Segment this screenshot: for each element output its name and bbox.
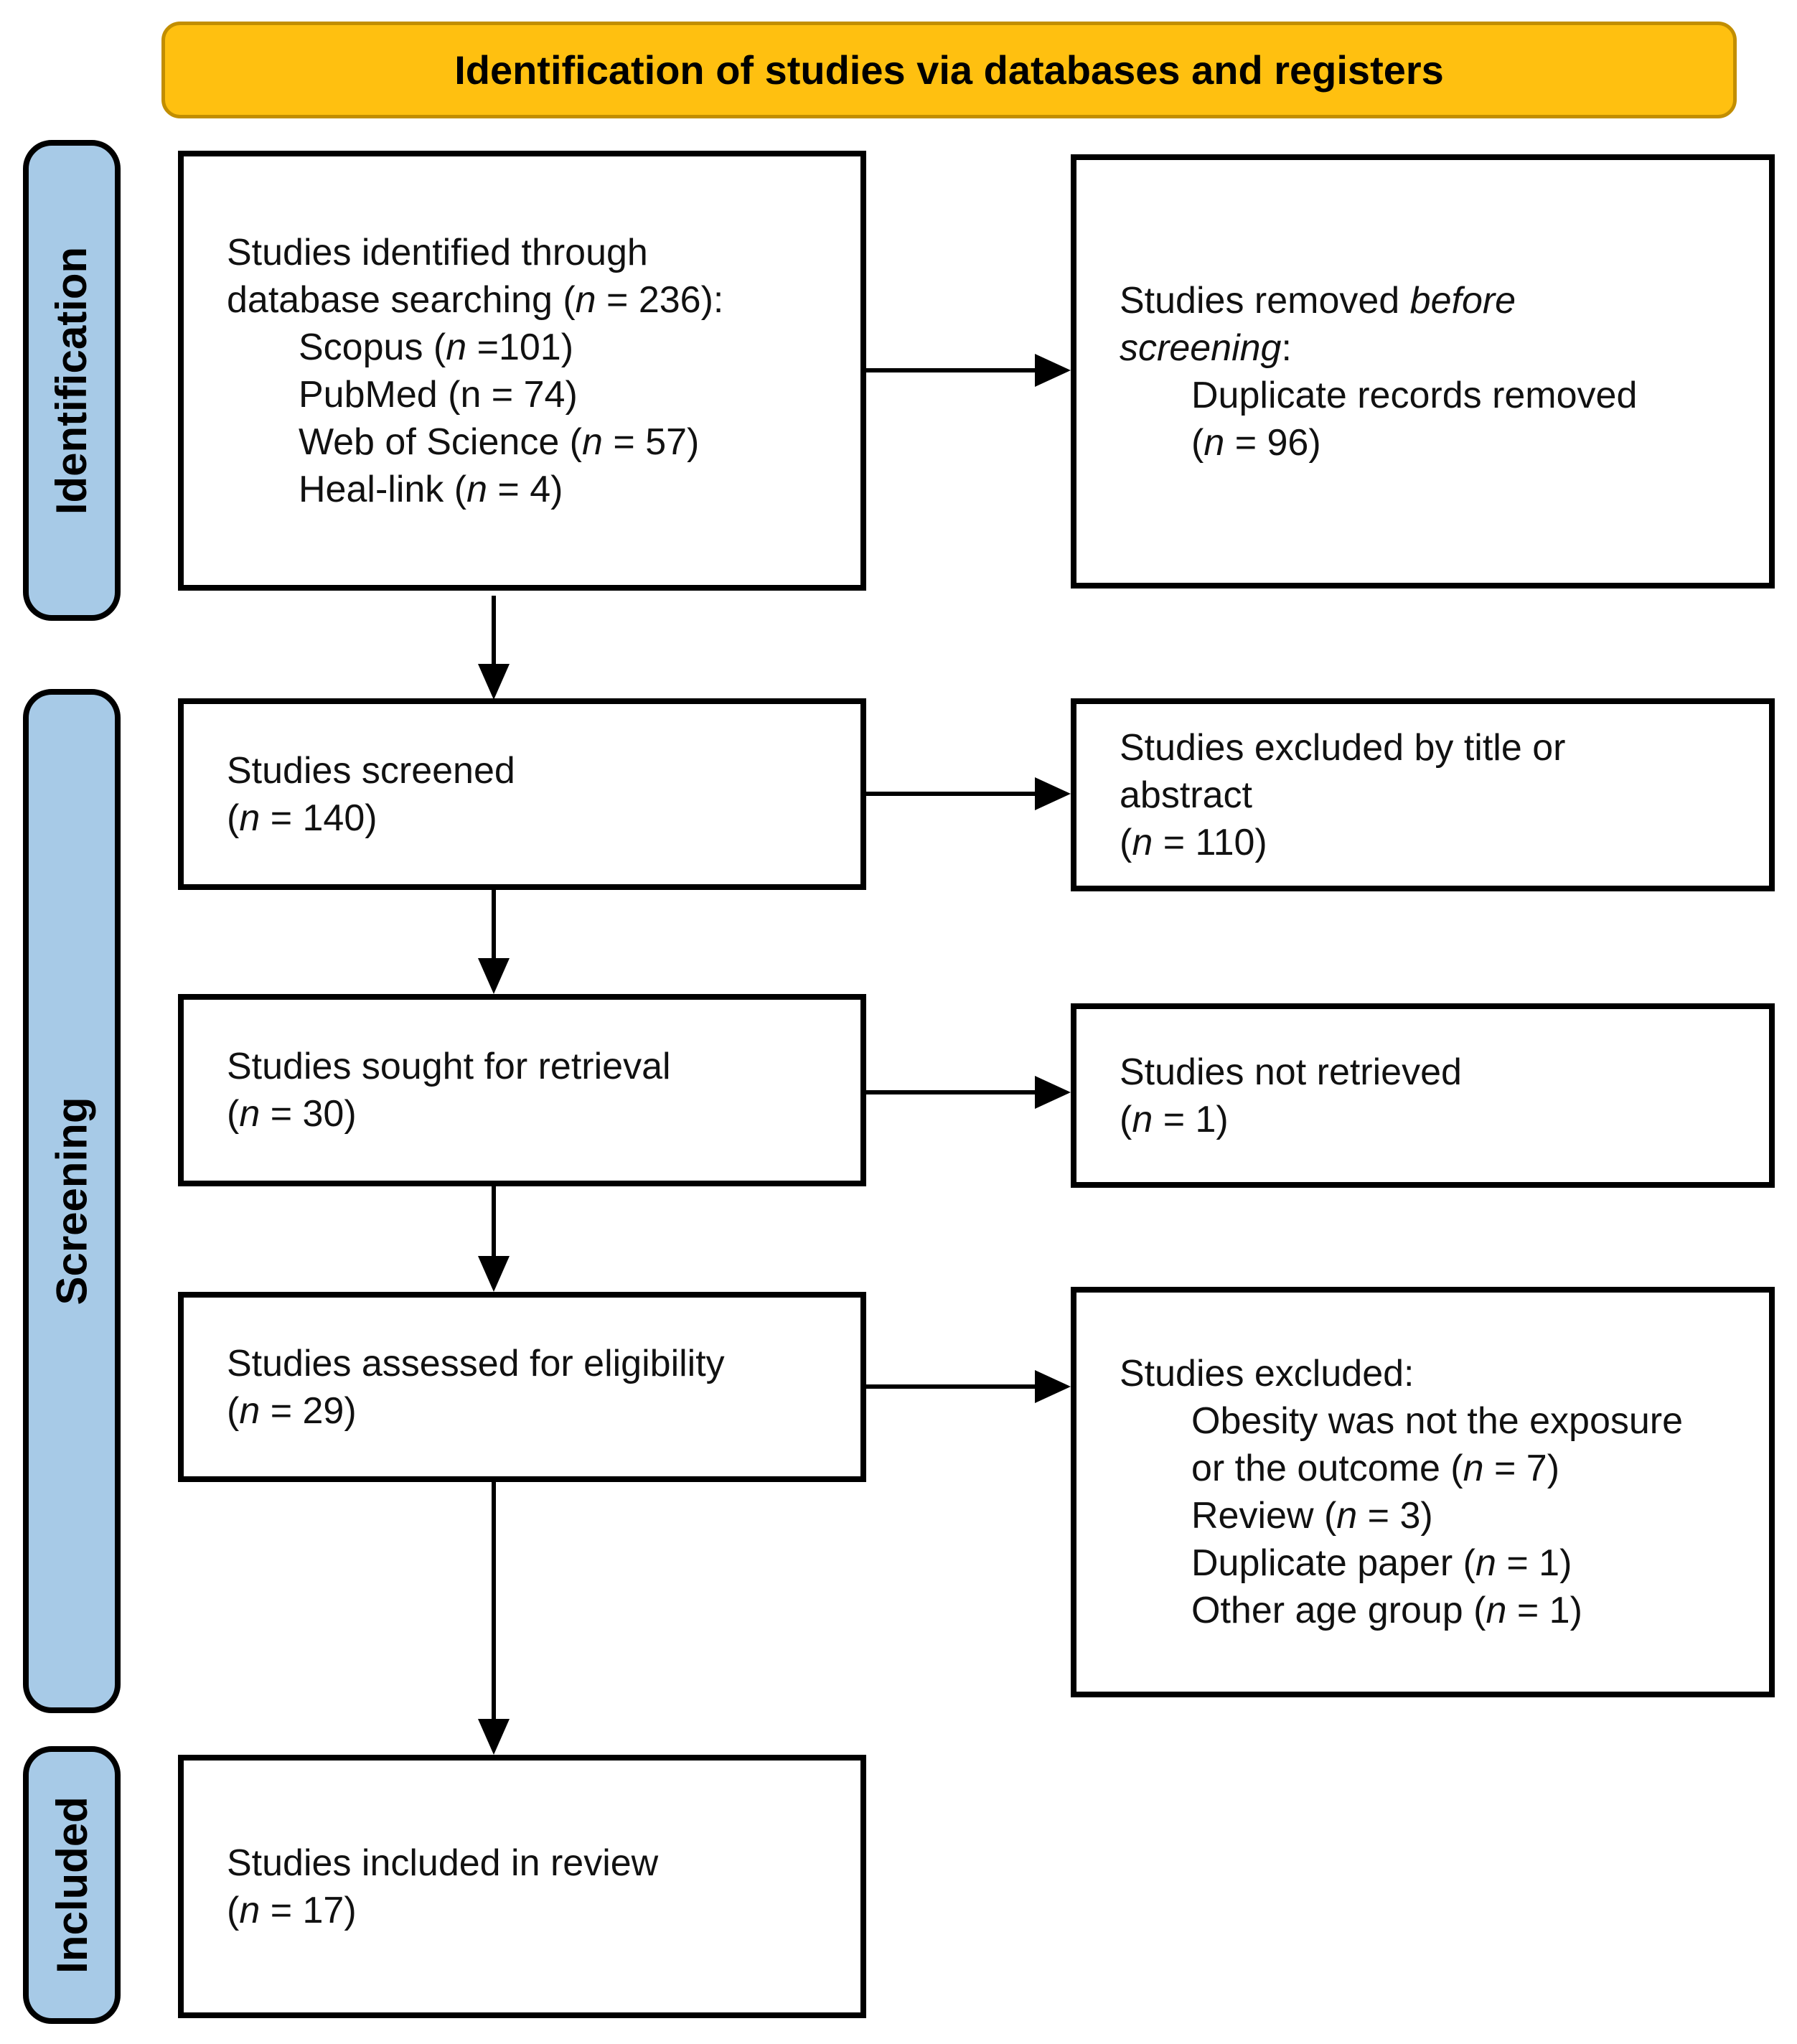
box-line: Scopus (n =101) bbox=[299, 326, 574, 368]
box-line: or the outcome (n = 7) bbox=[1191, 1448, 1560, 1489]
box-line: Studies excluded: bbox=[1120, 1353, 1414, 1394]
stage-included-label: Included bbox=[47, 1796, 96, 1974]
box-line: database searching (n = 236): bbox=[227, 278, 724, 321]
box-line: Studies removed before bbox=[1120, 279, 1516, 322]
arrow-sought-to-assessed bbox=[478, 1186, 510, 1292]
box-line: Duplicate records removed bbox=[1191, 374, 1638, 416]
arrow-sought-to-not-retrieved bbox=[866, 1076, 1071, 1109]
box-not-retrieved: Studies not retrieved (n = 1) bbox=[1071, 1003, 1775, 1188]
box-excluded-title-abstract: Studies excluded by title or abstract (n… bbox=[1071, 698, 1775, 891]
box-studies-assessed-eligibility: Studies assessed for eligibility (n = 29… bbox=[178, 1292, 866, 1482]
box-line: (n = 96) bbox=[1191, 421, 1321, 464]
box-line: Studies screened bbox=[227, 749, 515, 792]
arrow-assessed-to-excluded-reasons bbox=[866, 1370, 1071, 1403]
box-line: Studies not retrieved bbox=[1120, 1051, 1462, 1093]
arrow-assessed-to-included bbox=[478, 1482, 510, 1755]
box-line: Studies excluded by title or bbox=[1120, 726, 1566, 769]
banner-label: Identification of studies via databases … bbox=[454, 47, 1444, 93]
arrow-screened-to-sought bbox=[478, 890, 510, 994]
box-line: Studies included in review bbox=[227, 1842, 659, 1884]
arrow-identified-to-screened bbox=[478, 596, 510, 700]
banner: Identification of studies via databases … bbox=[161, 22, 1737, 118]
stage-included: Included bbox=[23, 1746, 121, 2024]
box-line: screening: bbox=[1120, 327, 1292, 369]
box-line: Web of Science (n = 57) bbox=[299, 421, 700, 463]
box-studies-screened: Studies screened (n = 140) bbox=[178, 698, 866, 890]
box-line: Studies assessed for eligibility bbox=[227, 1342, 725, 1384]
box-excluded-reasons: Studies excluded: Obesity was not the ex… bbox=[1071, 1287, 1775, 1697]
box-line: (n = 17) bbox=[227, 1889, 357, 1931]
box-line: (n = 29) bbox=[227, 1389, 357, 1432]
box-line: Review (n = 3) bbox=[1191, 1495, 1433, 1537]
arrow-identified-to-removed bbox=[866, 354, 1071, 387]
box-line: Other age group (n = 1) bbox=[1191, 1590, 1582, 1631]
box-line: abstract bbox=[1120, 774, 1252, 816]
stage-screening-label: Screening bbox=[47, 1097, 96, 1305]
box-line: (n = 140) bbox=[227, 797, 377, 839]
stage-screening: Screening bbox=[23, 689, 121, 1713]
box-line: PubMed (n = 74) bbox=[299, 373, 578, 416]
box-line: Studies identified through bbox=[227, 231, 648, 273]
box-line: (n = 110) bbox=[1120, 821, 1267, 863]
stage-identification: Identification bbox=[23, 140, 121, 621]
box-line: (n = 30) bbox=[227, 1093, 357, 1135]
box-studies-sought-retrieval: Studies sought for retrieval (n = 30) bbox=[178, 994, 866, 1186]
box-line: Heal-link (n = 4) bbox=[299, 468, 563, 510]
arrow-screened-to-excluded bbox=[866, 777, 1071, 810]
box-studies-included-review: Studies included in review (n = 17) bbox=[178, 1755, 866, 2018]
box-line: Duplicate paper (n = 1) bbox=[1191, 1542, 1572, 1584]
box-removed-before-screening: Studies removed before screening: Duplic… bbox=[1071, 154, 1775, 589]
box-line: Obesity was not the exposure bbox=[1191, 1400, 1684, 1442]
box-studies-identified: Studies identified through database sear… bbox=[178, 151, 866, 591]
box-line: (n = 1) bbox=[1120, 1098, 1229, 1140]
stage-identification-label: Identification bbox=[47, 246, 96, 515]
box-line: Studies sought for retrieval bbox=[227, 1046, 671, 1087]
